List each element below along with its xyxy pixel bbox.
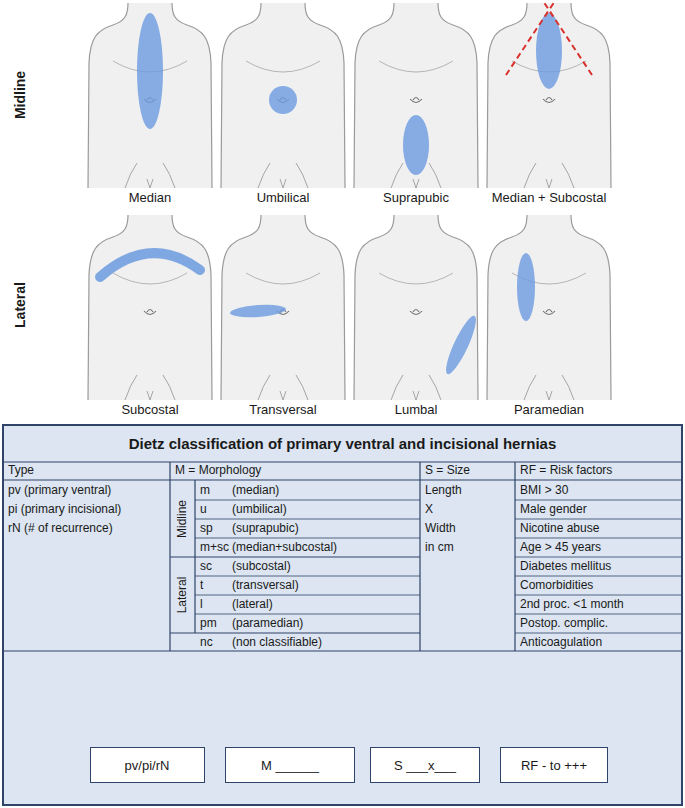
column-header: RF = Risk factors (520, 464, 612, 478)
morphology-code: t (200, 579, 203, 593)
risk-factor: Nicotine abuse (520, 522, 599, 536)
figure-caption: Transversal (249, 403, 316, 418)
morphology-name: (non classifiable) (232, 636, 322, 650)
field-text: M ______ (261, 758, 319, 773)
classification-field: M ______ (225, 747, 355, 783)
group-label: Lateral (176, 577, 190, 614)
section-label: Lateral (12, 282, 28, 328)
group-label: Midline (176, 500, 190, 538)
median-figure (88, 3, 212, 188)
classification-field: pv/pi/rN (90, 747, 205, 783)
column-header: M = Morphology (175, 464, 261, 478)
morphology-code: nc (200, 636, 213, 650)
field-text: RF - to +++ (521, 758, 587, 773)
classification-field: RF - to +++ (500, 747, 608, 783)
risk-factor: Anticoagulation (520, 636, 602, 650)
risk-factor: Postop. complic. (520, 617, 608, 631)
morphology-name: (lateral) (232, 598, 273, 612)
morphology-name: (median+subcostal) (232, 541, 337, 555)
risk-factor: Male gender (520, 503, 587, 517)
figure-caption: Suprapubic (383, 191, 449, 206)
size-entry: in cm (425, 541, 454, 555)
classification-field: S ___x___ (370, 747, 480, 783)
morphology-code: m+sc (200, 541, 229, 555)
figure-caption: Umbilical (257, 191, 310, 206)
morphology-code: m (200, 484, 210, 498)
suprapubic-figure (354, 3, 478, 188)
type-entry: pi (primary incisional) (8, 503, 121, 517)
morphology-name: (median) (232, 484, 279, 498)
risk-factor: BMI > 30 (520, 484, 568, 498)
subcostal-figure (88, 215, 212, 400)
morphology-name: (paramedian) (232, 617, 303, 631)
section-label: Midline (12, 71, 28, 119)
figure-caption: Median (129, 191, 172, 206)
field-text: pv/pi/rN (125, 758, 170, 773)
type-entry: pv (primary ventral) (8, 484, 111, 498)
morphology-name: (suprapubic) (232, 522, 299, 536)
figure-caption: Paramedian (514, 403, 584, 418)
size-entry: Width (425, 522, 456, 536)
morphology-name: (transversal) (232, 579, 299, 593)
risk-factor: Diabetes mellitus (520, 560, 611, 574)
figure-caption: Subcostal (121, 403, 178, 418)
classification-table (3, 425, 682, 805)
figure-caption: Median + Subcostal (492, 191, 607, 206)
morphology-code: u (200, 503, 207, 517)
morphology-code: sp (200, 522, 213, 536)
size-entry: Length (425, 484, 462, 498)
type-entry: rN (# of recurrence) (8, 522, 113, 536)
umbilical-figure (221, 3, 345, 188)
risk-factor: Age > 45 years (520, 541, 601, 555)
risk-factor: Comorbidities (520, 579, 593, 593)
figure-caption: Lumbal (395, 403, 438, 418)
median-subcostal-figure (487, 1, 611, 188)
transversal-figure (221, 215, 345, 400)
morphology-code: pm (200, 617, 217, 631)
size-entry: X (425, 503, 433, 517)
table-title: Dietz classification of primary ventral … (3, 425, 682, 462)
risk-factor: 2nd proc. <1 month (520, 598, 624, 612)
column-header: Type (8, 464, 34, 478)
paramedian-figure (487, 215, 611, 400)
morphology-code: l (200, 598, 203, 612)
lumbal-figure (354, 215, 481, 400)
morphology-name: (subcostal) (232, 560, 291, 574)
morphology-code: sc (200, 560, 212, 574)
field-text: S ___x___ (394, 758, 456, 773)
morphology-name: (umbilical) (232, 503, 287, 517)
column-header: S = Size (425, 464, 470, 478)
